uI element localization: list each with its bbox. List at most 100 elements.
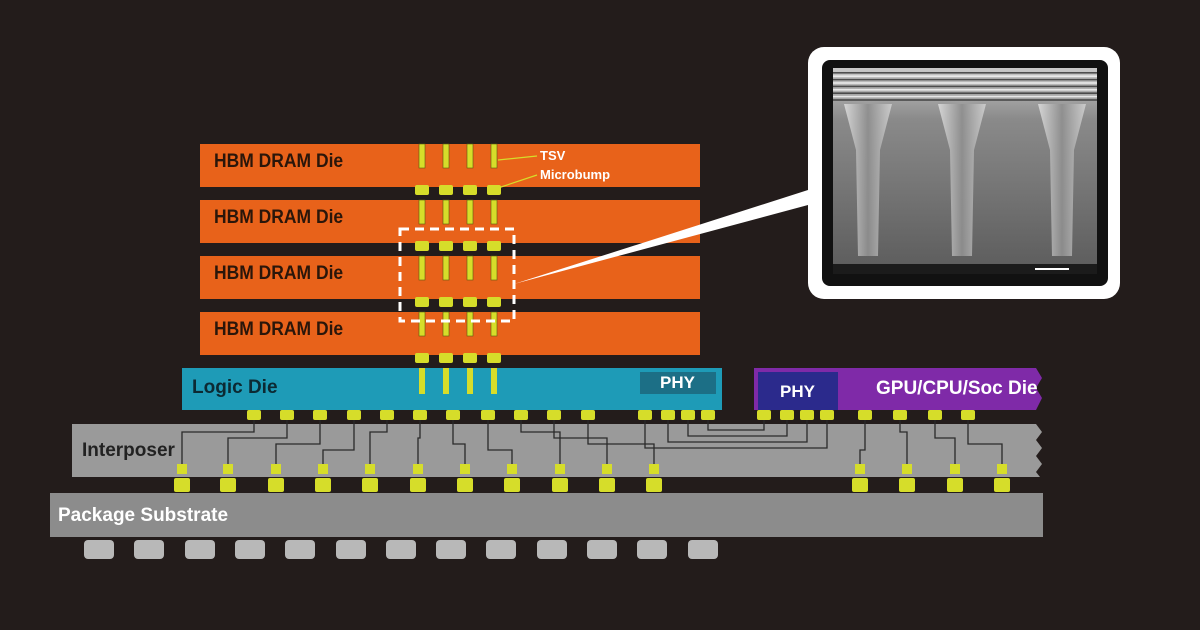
interposer-trace <box>417 420 421 464</box>
tsv <box>490 255 498 281</box>
interposer-bump <box>280 410 294 420</box>
package-substrate-label: Package Substrate <box>58 505 229 526</box>
interposer-trace <box>322 420 355 464</box>
dram-die-label-1: HBM DRAM Die <box>214 151 344 172</box>
interposer-bump <box>247 410 261 420</box>
sem-layer <box>833 99 1097 101</box>
interposer-bump <box>757 410 771 420</box>
sem-layer <box>833 82 1097 84</box>
c4-bump <box>947 478 963 492</box>
interposer-bump <box>547 410 561 420</box>
tsv-leader <box>497 155 538 161</box>
tsv <box>466 199 474 225</box>
microbump <box>415 297 429 307</box>
phy-link-trace <box>687 420 788 437</box>
c4-bump <box>994 478 1010 492</box>
interposer-bump <box>347 410 361 420</box>
hbm-dram-die-4 <box>200 312 700 355</box>
interposer-bump <box>800 410 814 420</box>
interposer-trace <box>553 420 608 464</box>
sem-layer <box>833 92 1097 94</box>
sem-inset <box>808 47 1120 299</box>
sem-layer <box>833 75 1097 77</box>
package-substrate <box>50 493 1043 537</box>
interposer-bump <box>780 410 794 420</box>
microbump <box>463 353 477 363</box>
microbump <box>439 241 453 251</box>
interposer-bump <box>581 410 595 420</box>
tsv-columns <box>418 143 498 394</box>
interposer-trace <box>587 420 655 464</box>
phy-link-trace <box>644 420 828 449</box>
bumps <box>174 185 1010 492</box>
tsv <box>442 199 450 225</box>
solder-ball <box>285 540 316 559</box>
interposer-bump <box>514 410 528 420</box>
tsv <box>419 368 425 394</box>
phy-link-trace <box>667 420 808 443</box>
interposer-trace <box>934 420 956 464</box>
interposer-bump <box>481 410 495 420</box>
via-pad <box>318 464 328 474</box>
gpu-phy-label: PHY <box>780 382 815 401</box>
tsv <box>467 368 473 394</box>
via-pad <box>177 464 187 474</box>
sem-layer <box>833 95 1097 98</box>
via-pad <box>555 464 565 474</box>
dram-die-label-3: HBM DRAM Die <box>214 263 344 284</box>
tsv-callout-label: TSV <box>540 148 566 163</box>
tsv <box>490 143 498 169</box>
tsv <box>466 255 474 281</box>
c4-bump <box>457 478 473 492</box>
solder-ball <box>587 540 617 559</box>
solder-ball <box>84 540 114 559</box>
solder-ball <box>184 540 215 559</box>
zoom-selection-box <box>398 227 516 323</box>
tsv <box>466 143 474 169</box>
microbump <box>487 297 501 307</box>
tsv <box>443 368 449 394</box>
microbump <box>487 241 501 251</box>
tsv <box>442 143 450 169</box>
sem-layer <box>833 85 1097 88</box>
sem-tsv <box>1038 104 1086 256</box>
via-pad <box>997 464 1007 474</box>
via-pad <box>902 464 912 474</box>
tsv <box>442 255 450 281</box>
microbump-leader <box>497 174 538 189</box>
hbm-dram-die-2 <box>200 200 700 243</box>
logic-die <box>182 368 722 410</box>
c4-bump <box>552 478 568 492</box>
c4-bump <box>504 478 520 492</box>
via-pad <box>649 464 659 474</box>
hbm-dram-die-1 <box>200 144 700 187</box>
interposer-trace <box>487 420 513 464</box>
via-pad <box>365 464 375 474</box>
via-pad <box>271 464 281 474</box>
interposer-bump <box>820 410 834 420</box>
interposer-bump <box>413 410 427 420</box>
sem-layer <box>833 89 1097 91</box>
tsv <box>466 311 474 337</box>
tsv <box>490 311 498 337</box>
interposer-trace <box>369 420 388 464</box>
microbump <box>439 185 453 195</box>
c4-bump <box>899 478 915 492</box>
gpu-phy-block <box>758 372 838 410</box>
interposer-bump <box>661 410 675 420</box>
phy-link-trace <box>707 420 765 431</box>
dram-die-label-2: HBM DRAM Die <box>214 207 344 228</box>
solder-ball <box>385 540 416 559</box>
via-pad <box>602 464 612 474</box>
gpu-die-label: GPU/CPU/Soc Die <box>876 378 1038 399</box>
c4-bump <box>315 478 331 492</box>
interposer-trace <box>520 420 561 464</box>
interposer-trace <box>859 420 866 464</box>
microbump <box>439 353 453 363</box>
microbump-callout-label: Microbump <box>540 167 611 182</box>
microbump <box>487 353 501 363</box>
sem-layer <box>833 78 1097 81</box>
interposer-bump <box>681 410 695 420</box>
c4-bump <box>410 478 426 492</box>
solder-ball <box>637 540 668 559</box>
